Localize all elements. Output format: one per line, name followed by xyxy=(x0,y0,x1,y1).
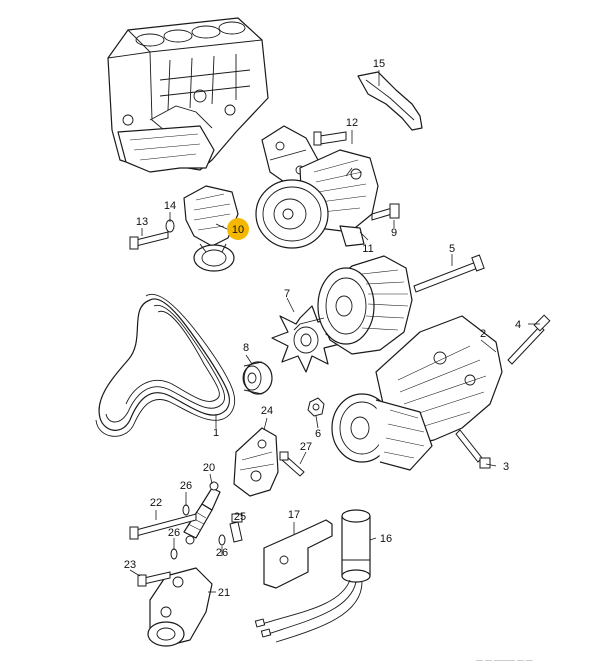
callout-9: 9 xyxy=(391,227,397,239)
callout-22: 24 xyxy=(261,405,273,417)
callout-10: 10 xyxy=(232,224,244,236)
callout-20: 20 xyxy=(203,462,215,474)
bracket-17 xyxy=(263,519,333,589)
callout-21: 21 xyxy=(218,587,230,599)
nut-6 xyxy=(307,397,325,417)
washer-26c xyxy=(218,534,226,546)
callout-15: 15 xyxy=(373,58,385,70)
washer-26b xyxy=(170,548,178,560)
bolt-23 xyxy=(137,571,171,587)
callout-8: 8 xyxy=(243,342,249,354)
bolt-24 xyxy=(229,513,243,543)
bolt-9 xyxy=(371,203,400,221)
leader-lines xyxy=(129,70,540,593)
pulley-8 xyxy=(242,361,273,395)
part-15-strap xyxy=(357,71,423,131)
callout-14: 14 xyxy=(164,200,176,212)
alternator xyxy=(293,255,413,355)
callout-1: 1 xyxy=(213,427,219,439)
callout-2: 2 xyxy=(480,328,486,340)
bracket-22 xyxy=(233,427,279,497)
callout-16: 16 xyxy=(380,533,392,545)
callout-7: 7 xyxy=(284,288,290,300)
bolt-27 xyxy=(279,451,305,477)
bolt-12 xyxy=(313,131,347,146)
callout-27: 27 xyxy=(300,441,312,453)
v-ribbed-belt xyxy=(95,293,236,437)
callout-12: 12 xyxy=(346,117,358,129)
callout-26a: 26 xyxy=(180,480,192,492)
callout-24: 25 xyxy=(234,511,246,523)
bolt-5 xyxy=(413,254,485,293)
callout-10-highlight xyxy=(227,218,249,240)
bolt-13 xyxy=(129,231,169,250)
callout-26b: 26 xyxy=(168,527,180,539)
callout-3: 3 xyxy=(503,461,509,473)
ac-compressor xyxy=(331,393,433,471)
tensioner-assembly xyxy=(183,185,239,272)
callout-23: 23 xyxy=(124,559,136,571)
bolt-4 xyxy=(507,314,551,365)
engine-block xyxy=(107,17,269,173)
callout-11: 11 xyxy=(362,243,373,255)
callout-13: 13 xyxy=(136,216,148,228)
pulley-large xyxy=(255,179,329,249)
callout-6: 6 xyxy=(315,428,321,440)
callout-17: 17 xyxy=(288,509,300,521)
callout-5: 5 xyxy=(449,243,455,255)
washer-26a xyxy=(182,504,190,516)
callout-4: 4 xyxy=(515,319,521,331)
capacitor-16 xyxy=(254,509,371,643)
bolt-3 xyxy=(455,429,491,469)
callout-26c: 26 xyxy=(216,547,228,559)
callout-labels: 10 15 12 14 13 11 9 5 7 2 4 8 1 6 3 24 2… xyxy=(124,58,521,599)
callout-25: 22 xyxy=(150,497,162,509)
bracket-21 xyxy=(147,567,213,647)
footer-code: — — ——— — — xyxy=(476,657,533,664)
bolt-25 xyxy=(129,513,197,540)
